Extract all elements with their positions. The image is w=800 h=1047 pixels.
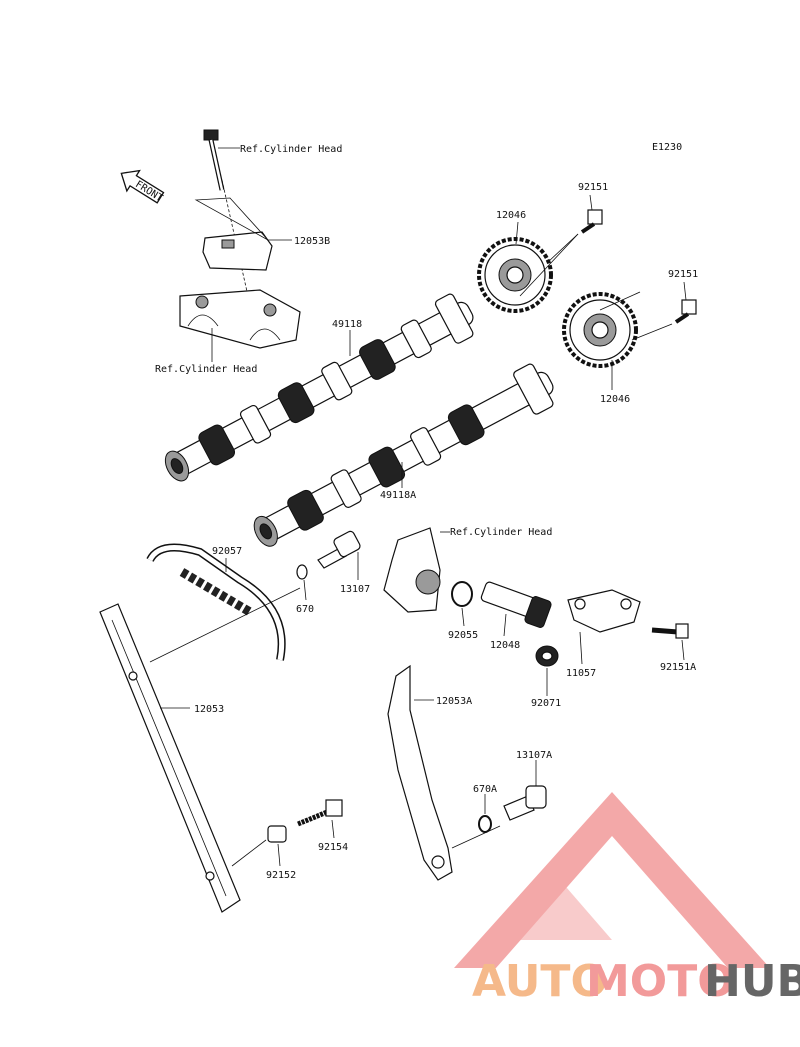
gasket-11057 [567,589,641,633]
cam-chain-92057 [146,543,286,661]
collar-92152 [267,825,287,843]
front-arrow-icon: FRONT [120,169,165,204]
bolt-13107 [317,530,361,569]
label-11057: 11057 [566,668,596,679]
tensioner-guide-12053A [387,664,453,881]
label-670: 670 [296,604,314,615]
watermark-auto: AUTO [472,956,608,1007]
sprocket-12046-bottom [562,292,638,368]
top-bolt [203,129,251,306]
oring-92055 [451,581,473,607]
label-92071: 92071 [531,698,561,709]
label-12048: 12048 [490,640,520,651]
sprocket-12046-top [477,237,553,313]
seal-92071 [535,645,559,667]
label-13107: 13107 [340,584,370,595]
bolt-92154 [297,799,343,827]
tensioner-housing [383,527,441,613]
ref-top-label: Ref.Cylinder Head [240,144,342,155]
camshaft-49118 [164,293,474,482]
camshaft-49118A [253,363,554,547]
label-12053: 12053 [194,704,224,715]
watermark-inner-stroke [500,880,612,940]
watermark-logo [454,792,770,968]
label-49118A: 49118A [380,490,416,501]
label-13107A: 13107A [516,750,552,761]
label-12046-top: 12046 [496,210,526,221]
label-92057: 92057 [212,546,242,557]
bolt-92151A [651,623,689,639]
cam-holder-12053B [194,197,273,271]
chain-guide-12053 [99,603,241,913]
cam-holder-lower [179,289,301,349]
ref-right-label: Ref.Cylinder Head [450,527,552,538]
watermark-moto: MOTO [586,956,735,1007]
watermark-hub: HUB [704,956,800,1007]
watermark-text: AUTO MOTO HUB [472,956,800,1007]
label-12046-bottom: 12046 [600,394,630,405]
washer-670A [478,815,492,833]
label-670A: 670A [473,784,497,795]
bolt-92151-top [580,209,603,234]
ref-left-label: Ref.Cylinder Head [155,364,257,375]
tensioner-12048 [480,581,552,628]
label-92151A: 92151A [660,662,696,673]
label-92151-top: 92151 [578,182,608,193]
label-12053A: 12053A [436,696,472,707]
diagram-code: E1230 [652,142,682,153]
washer-670 [296,564,308,580]
label-92055: 92055 [448,630,478,641]
label-92154: 92154 [318,842,348,853]
label-92151-right: 92151 [668,269,698,280]
label-49118: 49118 [332,319,362,330]
label-92152: 92152 [266,870,296,881]
bolt-13107A [503,785,547,821]
label-12053B: 12053B [294,236,330,247]
bolt-92151-right [674,299,697,324]
